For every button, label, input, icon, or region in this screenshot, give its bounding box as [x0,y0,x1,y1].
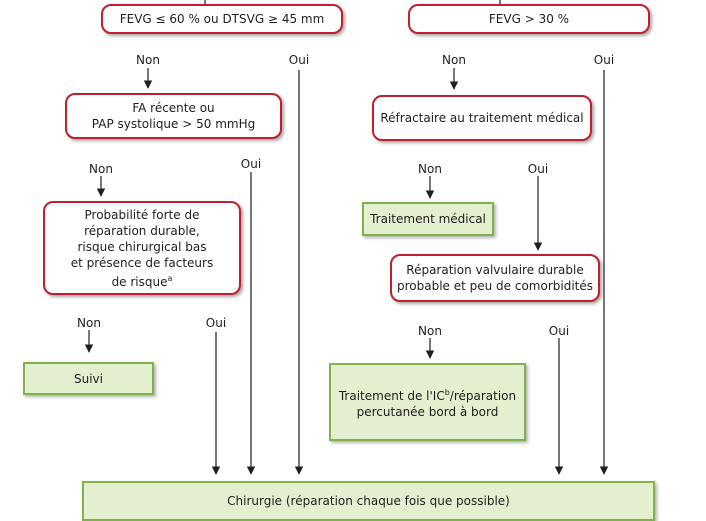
label-non-refr: Non [418,162,442,176]
outcome-chirurgie-text: Chirurgie (réparation chaque fois que po… [227,494,510,508]
label-non-fa: Non [89,162,113,176]
label-oui-prob: Oui [205,316,227,330]
decision-refractaire-text: Réfractaire au traitement médical [380,111,584,125]
decision-probabilite-main: Probabilité forte de réparation durable,… [70,207,214,289]
label-non-fevg-left: Non [136,53,160,67]
decision-refractaire: Réfractaire au traitement médical [372,95,592,141]
decision-reparation-valvulaire: Réparation valvulaire durable probable e… [390,254,600,302]
decision-fevg-right-text: FEVG > 30 % [488,12,570,26]
decision-fevg-left: FEVG ≤ 60 % ou DTSVG ≥ 45 mm [101,4,343,34]
decision-probabilite-superscript: a [167,273,173,283]
label-oui-repar: Oui [548,324,570,338]
outcome-suivi: Suivi [23,362,154,395]
label-oui-fa: Oui [240,157,262,171]
label-non-prob: Non [77,316,101,330]
decision-reparation-valvulaire-text: Réparation valvulaire durable probable e… [396,263,594,293]
label-oui-fevg-left: Oui [288,53,310,67]
decision-fa-recente: FA récente ou PAP systolique > 50 mmHg [65,93,282,139]
outcome-traitement-ic-superscript: b [444,387,450,397]
label-oui-fevg-right: Oui [593,53,615,67]
decision-probabilite: Probabilité forte de réparation durable,… [43,201,241,295]
decision-fevg-right: FEVG > 30 % [408,4,650,34]
outcome-traitement-ic-text: Traitement de l'ICb/réparation percutané… [339,385,516,420]
outcome-traitement-ic: Traitement de l'ICb/réparation percutané… [329,363,526,441]
outcome-traitement-ic-post: /réparation percutanée bord à bord [356,388,517,419]
outcome-chirurgie: Chirurgie (réparation chaque fois que po… [82,481,655,521]
decision-fa-recente-text: FA récente ou PAP systolique > 50 mmHg [91,101,256,131]
outcome-traitement-ic-pre: Traitement de l'IC [338,388,445,403]
outcome-traitement-medical-text: Traitement médical [370,212,486,226]
decision-fevg-left-text: FEVG ≤ 60 % ou DTSVG ≥ 45 mm [119,12,325,26]
outcome-traitement-medical: Traitement médical [362,202,494,236]
outcome-suivi-text: Suivi [74,371,103,386]
label-non-fevg-right: Non [442,53,466,67]
decision-probabilite-text: Probabilité forte de réparation durable,… [71,207,213,290]
label-oui-refr: Oui [527,162,549,176]
label-non-repar: Non [418,324,442,338]
